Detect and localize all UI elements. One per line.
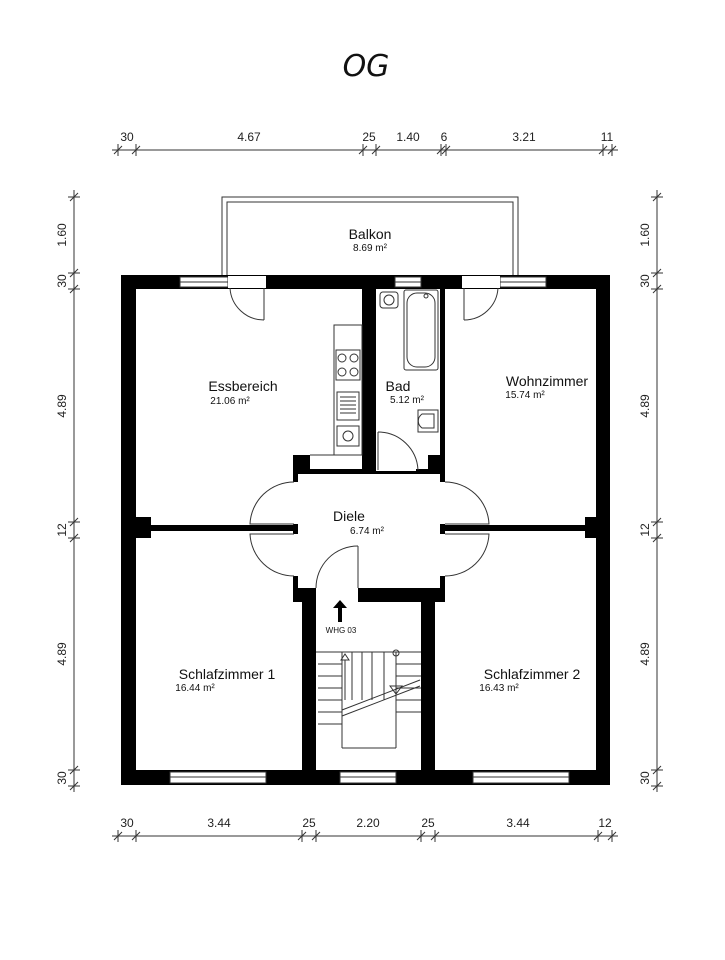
- room-name-schlafzimmer-2: Schlafzimmer 2: [484, 666, 581, 682]
- dim-right-5: 4.89: [638, 642, 652, 666]
- room-name-balkon: Balkon: [349, 226, 392, 242]
- dim-top-4: 1.40: [396, 130, 420, 144]
- dim-left-4: 12: [55, 523, 69, 537]
- right-dimension-line: 1.60 30 4.89 12 4.89 30: [638, 190, 663, 792]
- dim-top-3: 25: [362, 130, 376, 144]
- dim-right-4: 12: [638, 523, 652, 537]
- dim-top-5: 6: [441, 130, 448, 144]
- dim-right-1: 1.60: [638, 223, 652, 247]
- dim-left-3: 4.89: [55, 394, 69, 418]
- dim-bottom-2: 3.44: [207, 816, 231, 830]
- dim-top-7: 11: [601, 130, 614, 144]
- room-area-schlafzimmer-2: 16.43 m²: [479, 683, 519, 694]
- bathroom-fixtures: [379, 289, 439, 433]
- entrance-arrow-icon: [333, 600, 347, 622]
- kitchen-counter: [310, 324, 363, 469]
- dim-left-1: 1.60: [55, 223, 69, 247]
- dim-left-6: 30: [55, 771, 69, 785]
- room-name-wohnzimmer: Wohnzimmer: [506, 373, 589, 389]
- balcony: [221, 196, 519, 275]
- dim-right-3: 4.89: [638, 394, 652, 418]
- dim-bottom-4: 2.20: [356, 816, 380, 830]
- dim-bottom-6: 3.44: [506, 816, 530, 830]
- bottom-dimension-line: 30 3.44 25 2.20 25 3.44 12: [112, 816, 618, 842]
- dim-top-6: 3.21: [512, 130, 536, 144]
- dim-top-2: 4.67: [237, 130, 261, 144]
- room-area-essbereich: 21.06 m²: [210, 396, 250, 407]
- windows: [169, 276, 570, 784]
- floor-label: OG: [343, 49, 390, 84]
- left-dimension-line: 1.60 30 4.89 12 4.89 30: [55, 190, 80, 792]
- dim-top-1: 30: [120, 130, 134, 144]
- dim-right-2: 30: [638, 274, 652, 288]
- room-name-bad: Bad: [386, 378, 411, 394]
- top-dimension-line: 30 4.67 25 1.40 6 3.21 11: [112, 130, 618, 156]
- staircase: [316, 649, 421, 749]
- dim-right-6: 30: [638, 771, 652, 785]
- room-name-essbereich: Essbereich: [208, 378, 277, 394]
- dim-bottom-1: 30: [120, 816, 134, 830]
- room-name-diele: Diele: [333, 508, 365, 524]
- room-area-diele: 6.74 m²: [350, 526, 385, 537]
- room-name-schlafzimmer-1: Schlafzimmer 1: [179, 666, 276, 682]
- doors: [229, 287, 499, 603]
- dim-left-5: 4.89: [55, 642, 69, 666]
- room-area-schlafzimmer-1: 16.44 m²: [175, 683, 215, 694]
- dim-bottom-3: 25: [302, 816, 316, 830]
- dim-left-2: 30: [55, 274, 69, 288]
- room-area-wohnzimmer: 15.74 m²: [505, 390, 545, 401]
- entrance-label: WHG 03: [326, 626, 357, 635]
- dim-bottom-5: 25: [421, 816, 435, 830]
- dim-bottom-7: 12: [598, 816, 612, 830]
- room-area-balkon: 8.69 m²: [353, 243, 388, 254]
- room-area-bad: 5.12 m²: [390, 395, 425, 406]
